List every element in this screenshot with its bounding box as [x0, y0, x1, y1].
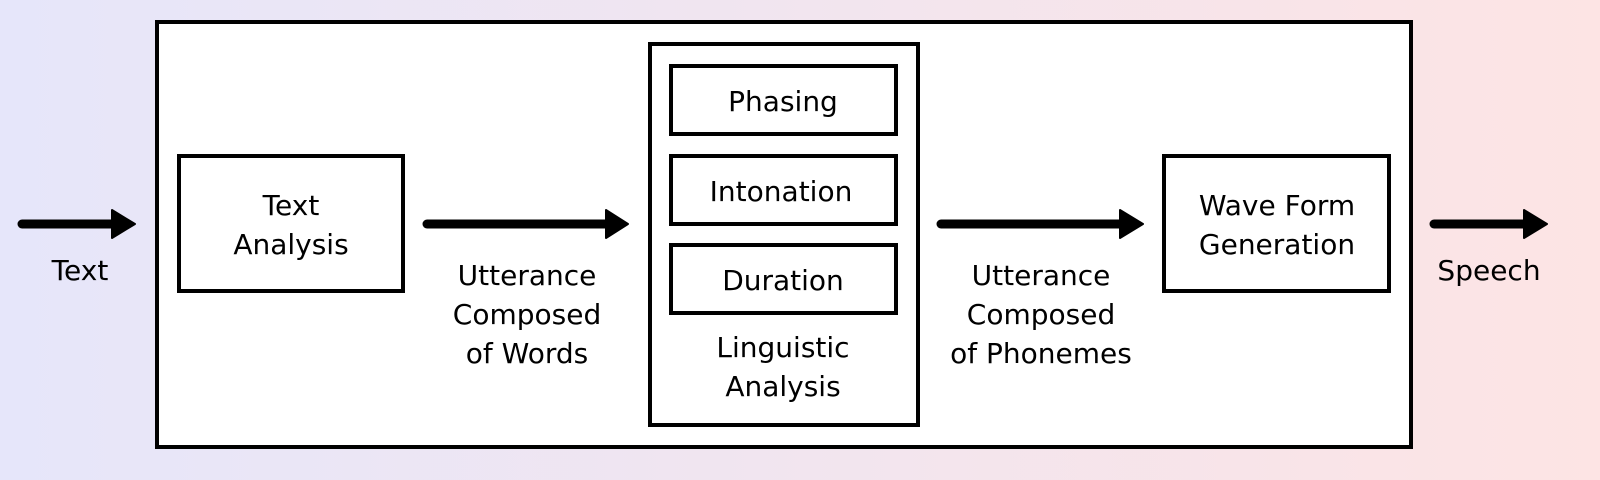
- output-label: Speech: [1437, 254, 1540, 287]
- linguistic-analysis-label-line1: Linguistic: [716, 331, 849, 364]
- linguistic-analysis-label-line2: Analysis: [725, 370, 840, 403]
- wave-form-label-line1: Wave Form: [1199, 189, 1355, 222]
- words-label-line1: Utterance: [458, 259, 597, 292]
- intonation-label: Intonation: [710, 175, 853, 208]
- phonemes-arrow: [936, 209, 1144, 239]
- phasing-label: Phasing: [728, 85, 838, 118]
- words-label-line3: of Words: [466, 337, 588, 370]
- wave-form-generation-block: Wave Form Generation: [1162, 154, 1391, 293]
- phonemes-label-line1: Utterance: [972, 259, 1111, 292]
- linguistic-analysis-block: Phasing Intonation Duration Linguistic A…: [648, 42, 920, 427]
- duration-box: [669, 243, 898, 315]
- input-arrow: [17, 209, 136, 239]
- duration-label: Duration: [722, 264, 844, 297]
- phonemes-label-line2: Composed: [967, 298, 1115, 331]
- text-analysis-block: Text Analysis: [177, 154, 405, 293]
- words-arrow: [422, 209, 629, 239]
- phasing-box: [669, 64, 898, 136]
- words-label-line2: Composed: [453, 298, 601, 331]
- input-label: Text: [51, 254, 109, 287]
- wave-form-label-line2: Generation: [1199, 228, 1355, 261]
- output-arrow: [1429, 209, 1548, 239]
- phonemes-label-line3: of Phonemes: [950, 337, 1132, 370]
- text-analysis-label-line2: Analysis: [233, 228, 348, 261]
- text-analysis-label-line1: Text: [262, 189, 320, 222]
- intonation-box: [669, 154, 898, 226]
